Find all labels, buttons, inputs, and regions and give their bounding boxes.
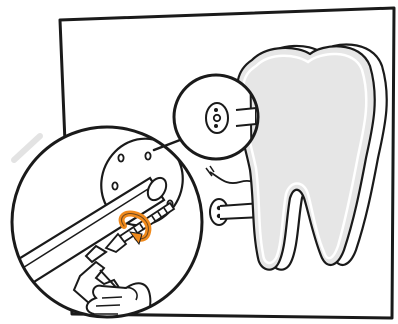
rotate-arrow-icon: [118, 210, 152, 246]
detail-callout-zoom: [10, 125, 204, 319]
callout-connector: [152, 138, 182, 152]
wall-bracket-icon: [205, 102, 229, 134]
tooth-sign-icon: [235, 45, 376, 271]
wall-mark: [11, 133, 43, 163]
